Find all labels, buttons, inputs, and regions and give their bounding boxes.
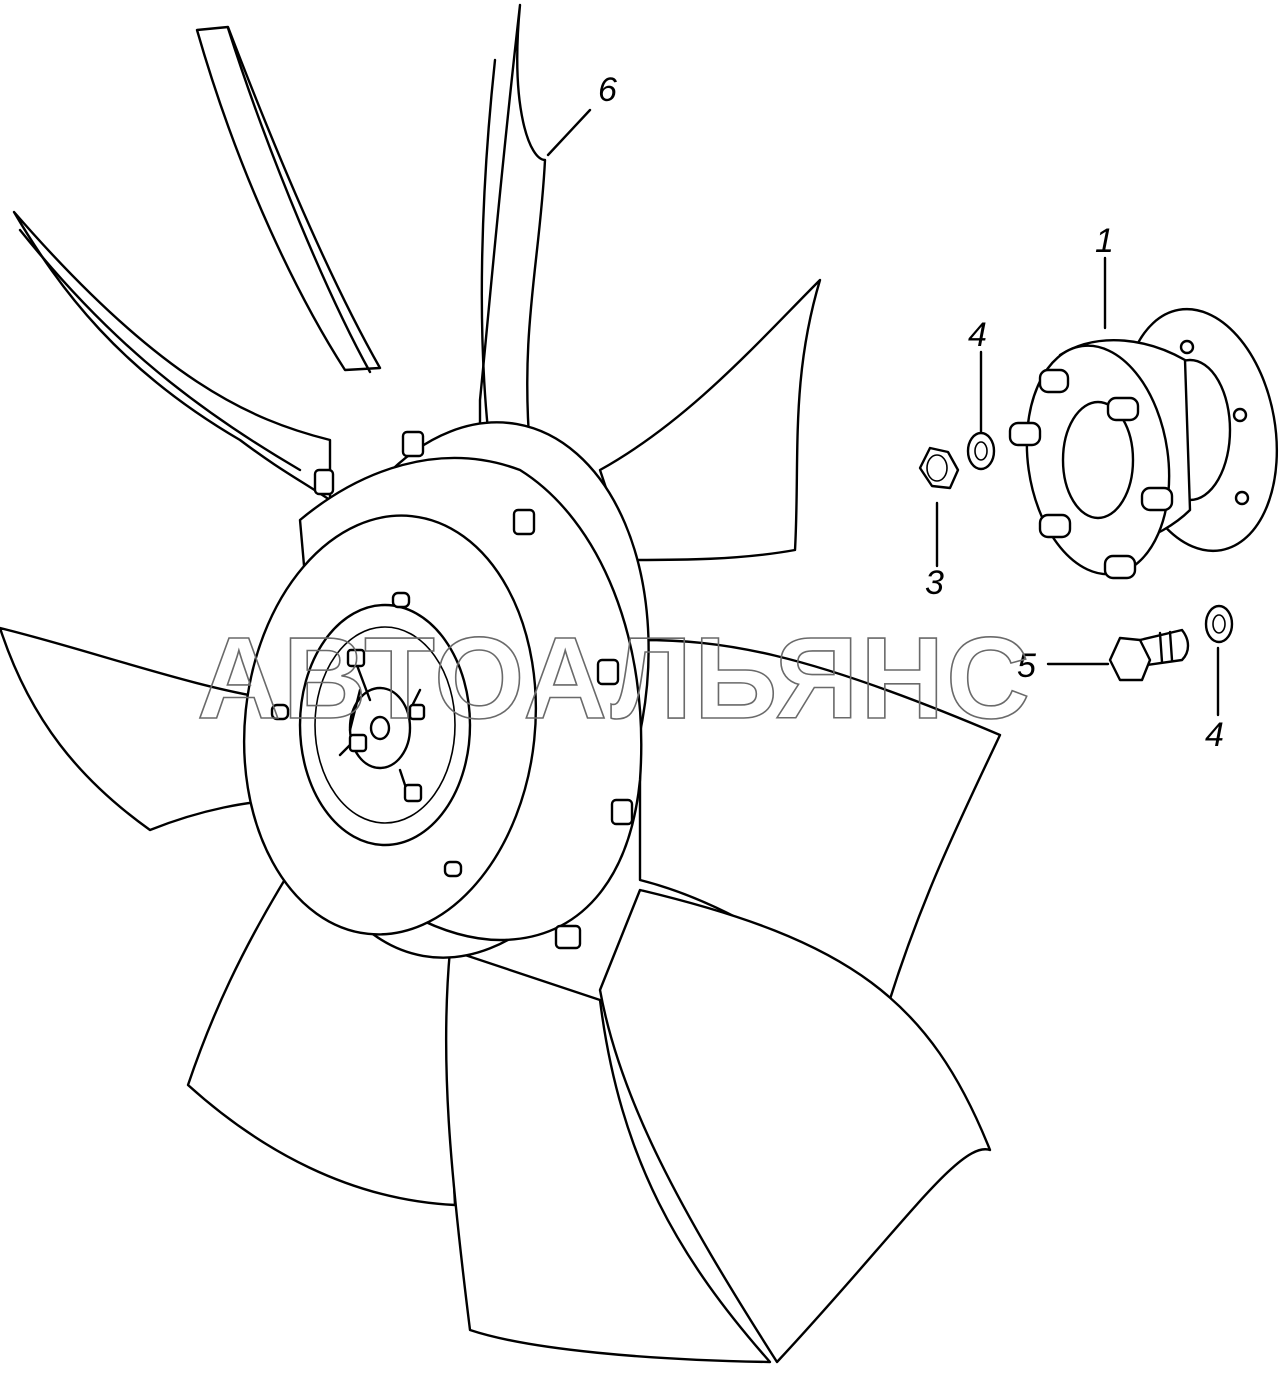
callout-1: 1 [1095, 222, 1114, 260]
blade-bottom-right [598, 888, 992, 1364]
part-4-washer-lower [1204, 604, 1234, 644]
part-4-washer-upper [966, 431, 996, 471]
callout-6: 6 [598, 71, 617, 109]
blade-left [12, 210, 332, 502]
blade-bottom [444, 948, 772, 1364]
watermark: АВТОАЛЬЯНС [197, 613, 1032, 743]
callout-4-upper: 4 [968, 316, 987, 354]
fan-blades [0, 3, 1002, 1364]
part-1-flange [1008, 307, 1279, 580]
part-3-nut [918, 446, 960, 490]
callout-4-lower: 4 [1205, 716, 1224, 754]
callout-5: 5 [1017, 647, 1036, 685]
callout-3: 3 [925, 564, 944, 602]
fan-hub [242, 421, 650, 959]
blade-top [478, 3, 547, 452]
blade-far-left [0, 626, 292, 832]
blade-top-left [195, 25, 382, 372]
callout-labels: 1 3 4 4 5 6 [598, 71, 1224, 754]
leader-lines [546, 108, 1220, 717]
part-5-bolt [1108, 628, 1190, 682]
blade-right [598, 278, 822, 562]
